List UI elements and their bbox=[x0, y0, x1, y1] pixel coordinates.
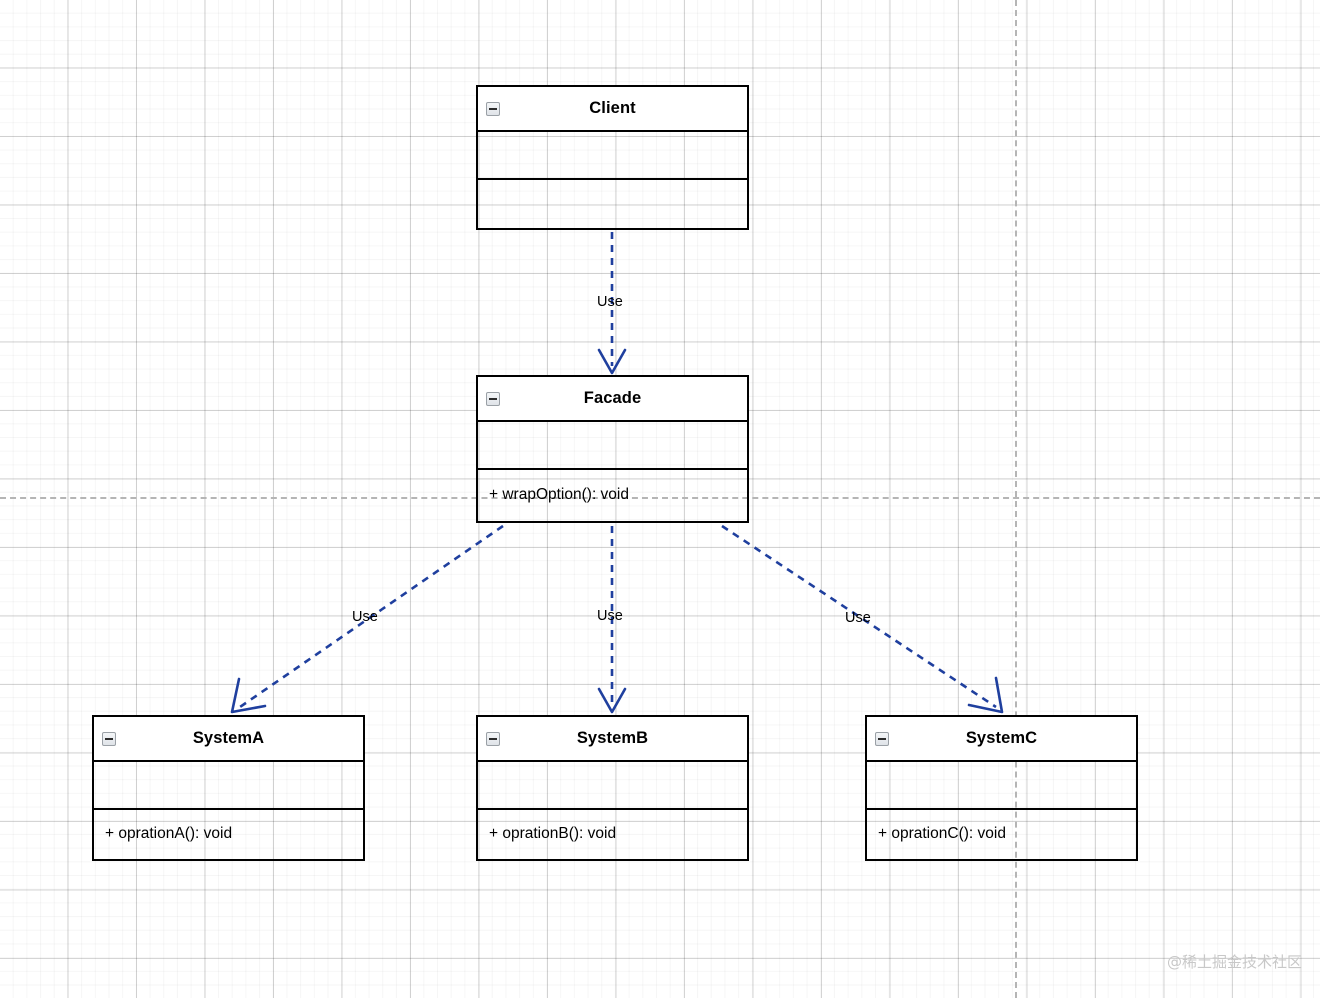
uml-operation-item: + oprationB(): void bbox=[489, 825, 617, 842]
arrowhead-client-facade bbox=[597, 348, 627, 375]
uml-class-title-systemc: SystemC bbox=[965, 729, 1038, 747]
uml-class-header-systemb: SystemB bbox=[478, 717, 747, 762]
edge-label-client-facade: Use bbox=[597, 294, 623, 310]
uml-operations-client bbox=[478, 180, 747, 227]
uml-operation-item: + oprationA(): void bbox=[105, 825, 233, 842]
edge-label-facade-systemc: Use bbox=[845, 610, 871, 626]
page-guide-vertical bbox=[1015, 0, 1017, 998]
uml-attributes-facade bbox=[478, 422, 747, 470]
arrowhead-facade-systema bbox=[230, 677, 267, 714]
uml-class-header-facade: Facade bbox=[478, 377, 747, 422]
collapse-minus-icon[interactable] bbox=[875, 731, 889, 746]
uml-class-systema[interactable]: SystemA + oprationA(): void bbox=[92, 715, 365, 861]
uml-class-header-systemc: SystemC bbox=[867, 717, 1136, 762]
edge-label-facade-systema: Use bbox=[352, 609, 378, 625]
uml-attributes-systemc bbox=[867, 762, 1136, 810]
uml-operations-systema: + oprationA(): void bbox=[94, 810, 363, 858]
collapse-minus-icon[interactable] bbox=[102, 731, 116, 746]
uml-attributes-client bbox=[478, 132, 747, 180]
arrowhead-facade-systemb bbox=[597, 687, 627, 714]
page-guide-horizontal bbox=[0, 497, 1320, 499]
arrowhead-facade-systemc bbox=[967, 676, 1004, 714]
uml-class-title-systema: SystemA bbox=[192, 729, 265, 747]
uml-class-title-facade: Facade bbox=[583, 389, 642, 407]
uml-attributes-systema bbox=[94, 762, 363, 810]
uml-class-systemb[interactable]: SystemB + oprationB(): void bbox=[476, 715, 749, 861]
uml-operations-systemb: + oprationB(): void bbox=[478, 810, 747, 858]
watermark-text: @稀土掘金技术社区 bbox=[1166, 953, 1302, 971]
uml-attributes-systemb bbox=[478, 762, 747, 810]
edge-label-facade-systemb: Use bbox=[597, 608, 623, 624]
uml-class-client[interactable]: Client bbox=[476, 85, 749, 230]
uml-class-header-systema: SystemA bbox=[94, 717, 363, 762]
uml-class-title-systemb: SystemB bbox=[576, 729, 649, 747]
uml-operations-facade: + wrapOption(): void bbox=[478, 470, 747, 520]
uml-operation-item: + wrapOption(): void bbox=[489, 486, 629, 503]
uml-class-title-client: Client bbox=[589, 99, 636, 117]
collapse-minus-icon[interactable] bbox=[486, 731, 500, 746]
uml-class-header-client: Client bbox=[478, 87, 747, 132]
uml-class-facade[interactable]: Facade + wrapOption(): void bbox=[476, 375, 749, 523]
uml-operations-systemc: + oprationC(): void bbox=[867, 810, 1136, 858]
collapse-minus-icon[interactable] bbox=[486, 101, 500, 116]
uml-operation-item: + oprationC(): void bbox=[878, 825, 1006, 842]
collapse-minus-icon[interactable] bbox=[486, 391, 500, 406]
uml-class-systemc[interactable]: SystemC + oprationC(): void bbox=[865, 715, 1138, 861]
